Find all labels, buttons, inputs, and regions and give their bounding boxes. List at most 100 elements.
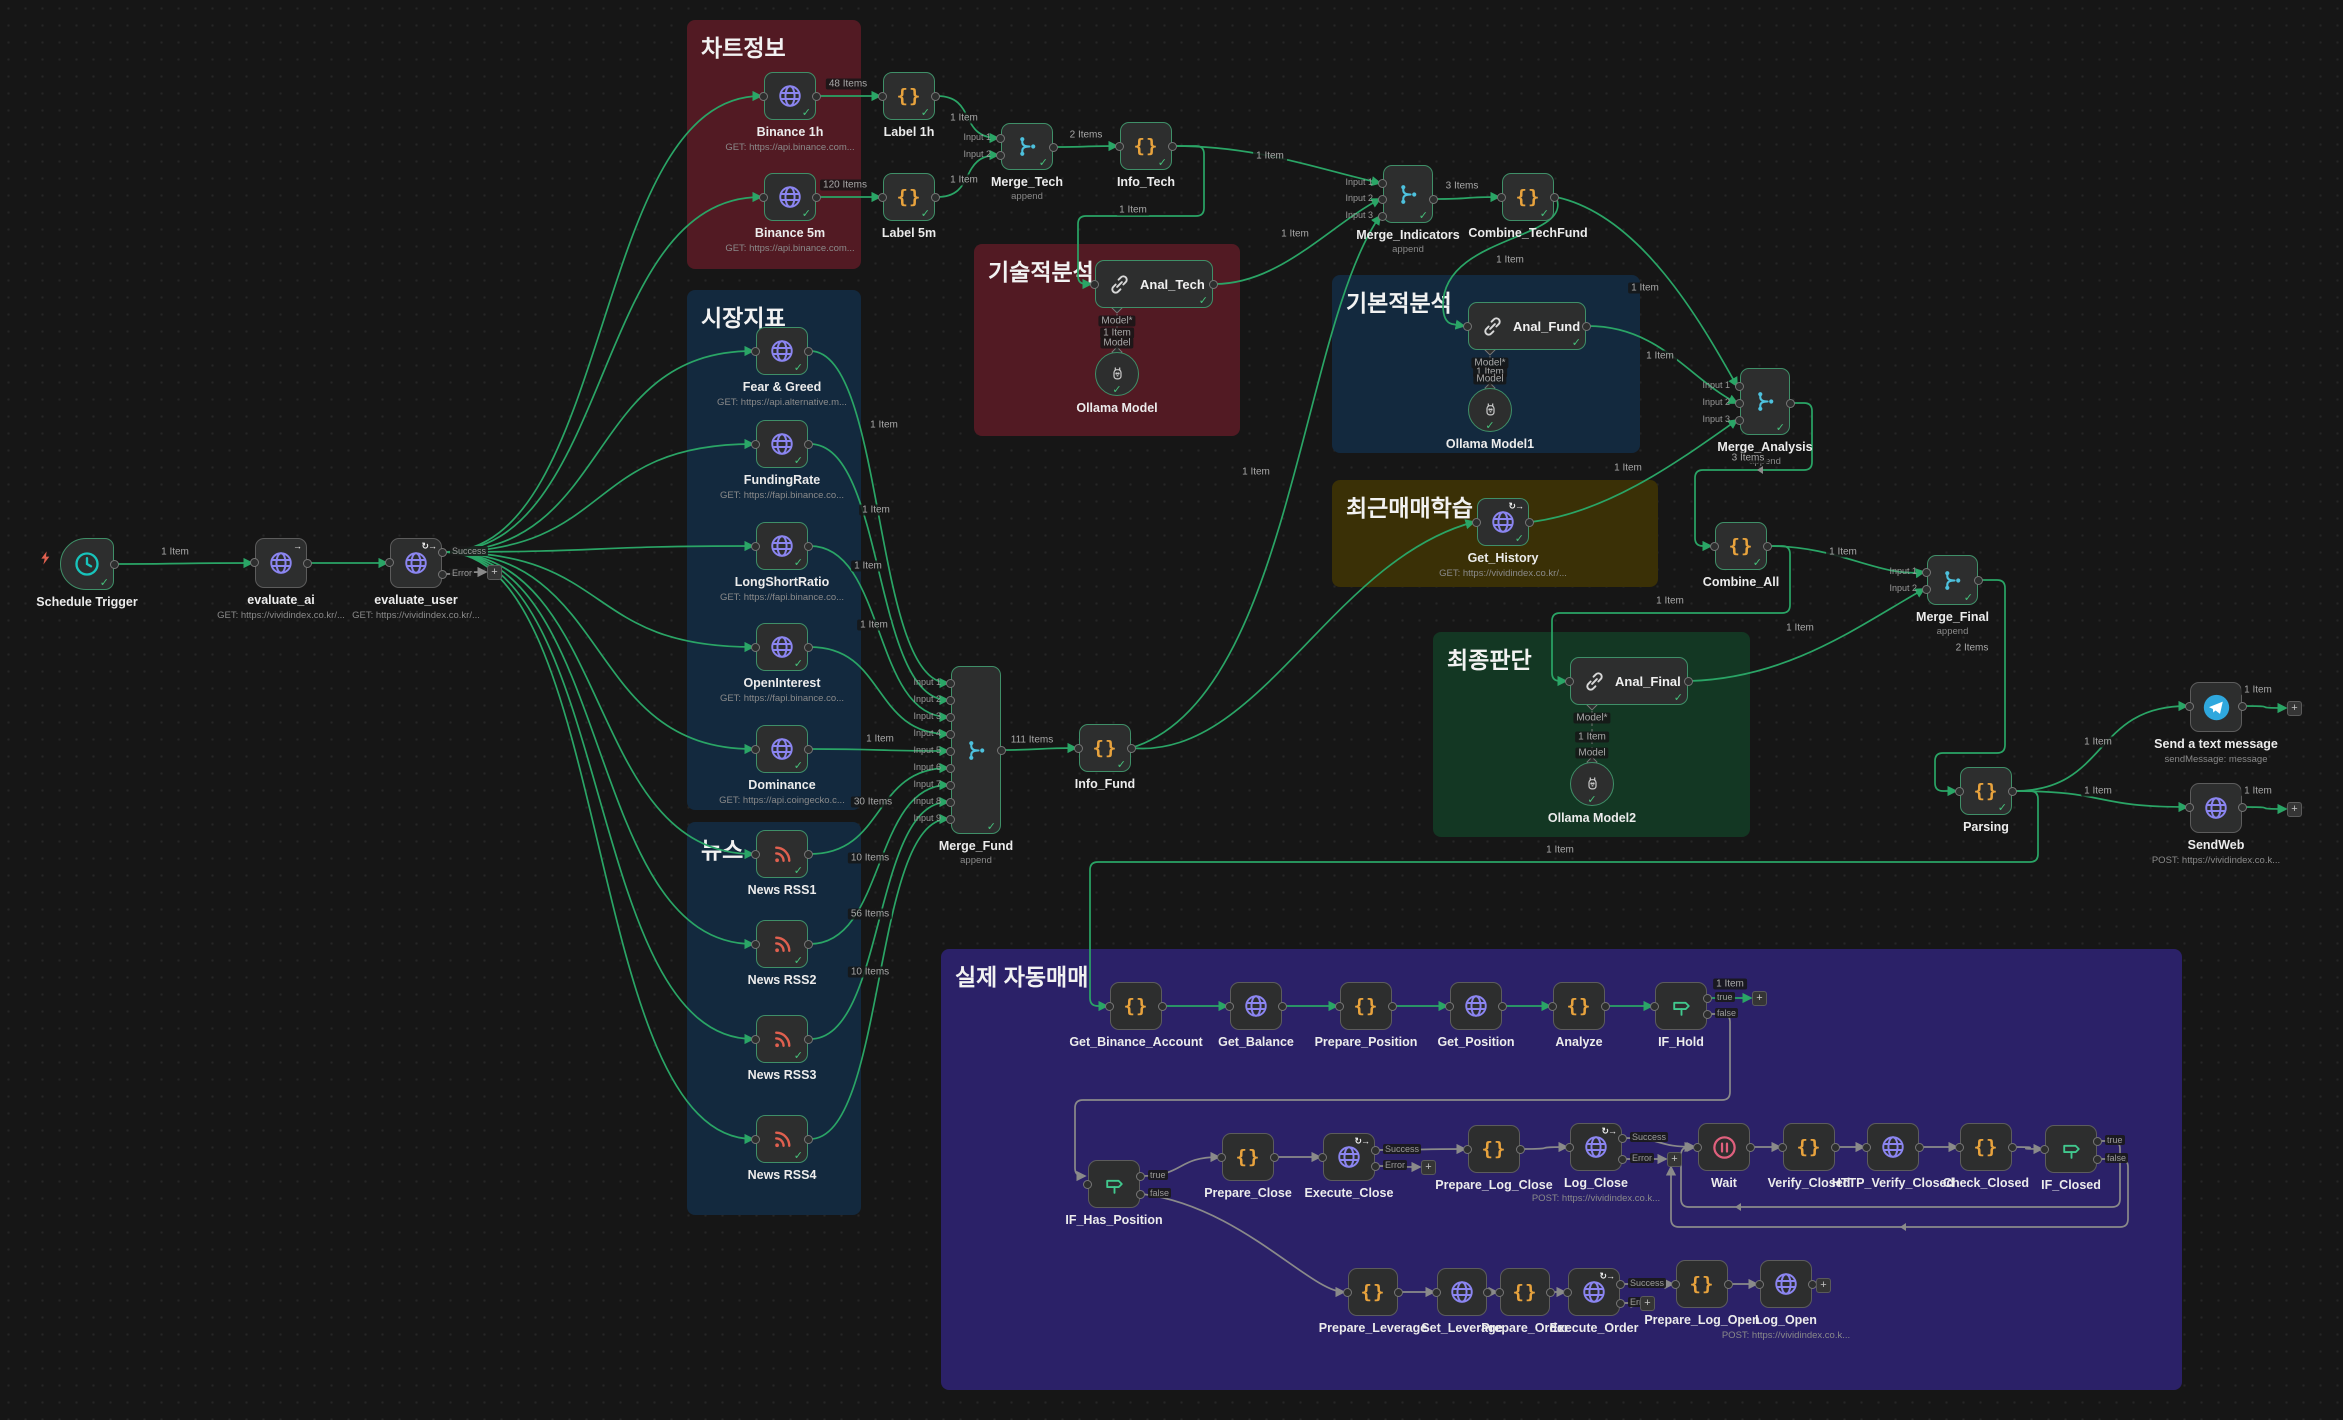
input-port[interactable] (1318, 1152, 1327, 1162)
output-port[interactable] (2238, 701, 2247, 711)
node-get-position[interactable] (1450, 982, 1502, 1030)
output-port[interactable] (1394, 1287, 1403, 1297)
output-port[interactable] (1136, 1171, 1145, 1181)
node-binance-1h[interactable]: ✓ (764, 72, 816, 120)
node-label-1h[interactable]: {}✓ (883, 72, 935, 120)
output-port[interactable] (1831, 1142, 1840, 1152)
input-port[interactable] (946, 729, 955, 739)
output-port[interactable] (1516, 1144, 1525, 1154)
output-port[interactable] (1746, 1142, 1755, 1152)
output-port[interactable] (1582, 321, 1591, 331)
node-prepare-order[interactable]: {} (1500, 1268, 1550, 1316)
input-port[interactable] (1922, 567, 1931, 577)
output-port[interactable] (1618, 1154, 1627, 1164)
input-port[interactable] (1343, 1287, 1352, 1297)
node-parsing[interactable]: {}✓ (1960, 767, 2012, 815)
input-port[interactable] (946, 695, 955, 705)
input-port[interactable] (2185, 802, 2194, 812)
output-port[interactable] (804, 439, 813, 449)
node-wait[interactable] (1698, 1123, 1750, 1171)
input-port[interactable] (1755, 1279, 1764, 1289)
input-port[interactable] (1955, 1142, 1964, 1152)
input-port[interactable] (1563, 1287, 1572, 1297)
node-ollama-model2[interactable]: ✓ (1570, 762, 1614, 806)
input-port[interactable] (751, 642, 760, 652)
node-label-5m[interactable]: {}✓ (883, 173, 935, 221)
input-port[interactable] (1548, 1001, 1557, 1011)
add-node-button[interactable]: + (1640, 1296, 1655, 1311)
output-port[interactable] (2093, 1136, 2102, 1146)
output-port[interactable] (804, 939, 813, 949)
node-prepare-leverage[interactable]: {} (1348, 1268, 1398, 1316)
input-port[interactable] (1115, 141, 1124, 151)
node-longshortratio[interactable]: ✓ (756, 522, 808, 570)
output-port[interactable] (804, 849, 813, 859)
node-get-balance[interactable] (1230, 982, 1282, 1030)
node-anal-final[interactable]: Anal_Final✓ (1570, 657, 1688, 705)
output-port[interactable] (1525, 517, 1534, 527)
output-port[interactable] (110, 559, 119, 569)
node-schedule-trigger[interactable]: ✓ (60, 538, 114, 590)
input-port[interactable] (751, 1134, 760, 1144)
output-port[interactable] (1684, 676, 1693, 686)
input-port[interactable] (751, 346, 760, 356)
input-port[interactable] (1445, 1001, 1454, 1011)
output-port[interactable] (1371, 1145, 1380, 1155)
input-port[interactable] (2185, 701, 2194, 711)
node-news-rss2[interactable]: ✓ (756, 920, 808, 968)
output-port[interactable] (1483, 1287, 1492, 1297)
node-evaluate-user[interactable]: ↻→ (390, 538, 442, 588)
node-binance-5m[interactable]: ✓ (764, 173, 816, 221)
input-port[interactable] (250, 557, 259, 567)
node-analyze[interactable]: {} (1553, 982, 1605, 1030)
input-port[interactable] (1378, 178, 1387, 188)
node-prepare-position[interactable]: {} (1340, 982, 1392, 1030)
input-port[interactable] (1495, 1287, 1504, 1297)
input-port[interactable] (751, 541, 760, 551)
input-port[interactable] (878, 91, 887, 101)
input-port[interactable] (946, 814, 955, 824)
output-port[interactable] (1601, 1001, 1610, 1011)
node-execute-order[interactable]: ↻→ (1568, 1268, 1620, 1316)
input-port[interactable] (1463, 321, 1472, 331)
input-port[interactable] (1565, 1142, 1574, 1152)
node-get-history[interactable]: ↻→✓ (1477, 498, 1529, 546)
output-port[interactable] (1550, 192, 1559, 202)
output-port[interactable] (2238, 802, 2247, 812)
input-port[interactable] (751, 744, 760, 754)
input-port[interactable] (1074, 743, 1083, 753)
node-fundingrate[interactable]: ✓ (756, 420, 808, 468)
node-if-has-position[interactable] (1088, 1160, 1140, 1208)
node-merge-final[interactable]: ✓ (1927, 555, 1978, 605)
node-anal-tech[interactable]: Anal_Tech✓ (1095, 260, 1213, 308)
output-port[interactable] (1168, 141, 1177, 151)
output-port[interactable] (1049, 142, 1058, 152)
output-port[interactable] (804, 744, 813, 754)
output-port[interactable] (1546, 1287, 1555, 1297)
node-if-closed[interactable] (2045, 1125, 2097, 1173)
node-merge-analysis[interactable]: ✓ (1740, 368, 1790, 435)
output-port[interactable] (804, 541, 813, 551)
node-merge-indicators[interactable]: ✓ (1383, 165, 1433, 223)
node-info-fund[interactable]: {}✓ (1079, 724, 1131, 772)
node-check-closed[interactable]: {} (1960, 1123, 2012, 1171)
output-port[interactable] (1915, 1142, 1924, 1152)
node-fear-greed[interactable]: ✓ (756, 327, 808, 375)
node-prepare-close[interactable]: {} (1222, 1133, 1274, 1181)
input-port[interactable] (1778, 1142, 1787, 1152)
input-port[interactable] (751, 939, 760, 949)
node-log-open[interactable] (1760, 1260, 1812, 1308)
node-log-close[interactable]: ↻→ (1570, 1123, 1622, 1171)
input-port[interactable] (1710, 541, 1719, 551)
node-news-rss4[interactable]: ✓ (756, 1115, 808, 1163)
node-prepare-log-close[interactable]: {} (1468, 1125, 1520, 1173)
output-port[interactable] (804, 1134, 813, 1144)
input-port[interactable] (878, 192, 887, 202)
add-node-button[interactable]: + (2287, 701, 2302, 716)
input-port[interactable] (1090, 279, 1099, 289)
input-port[interactable] (1497, 192, 1506, 202)
add-node-button[interactable]: + (1421, 1160, 1436, 1175)
node-dominance[interactable]: ✓ (756, 725, 808, 773)
output-port[interactable] (931, 91, 940, 101)
input-port[interactable] (1335, 1001, 1344, 1011)
